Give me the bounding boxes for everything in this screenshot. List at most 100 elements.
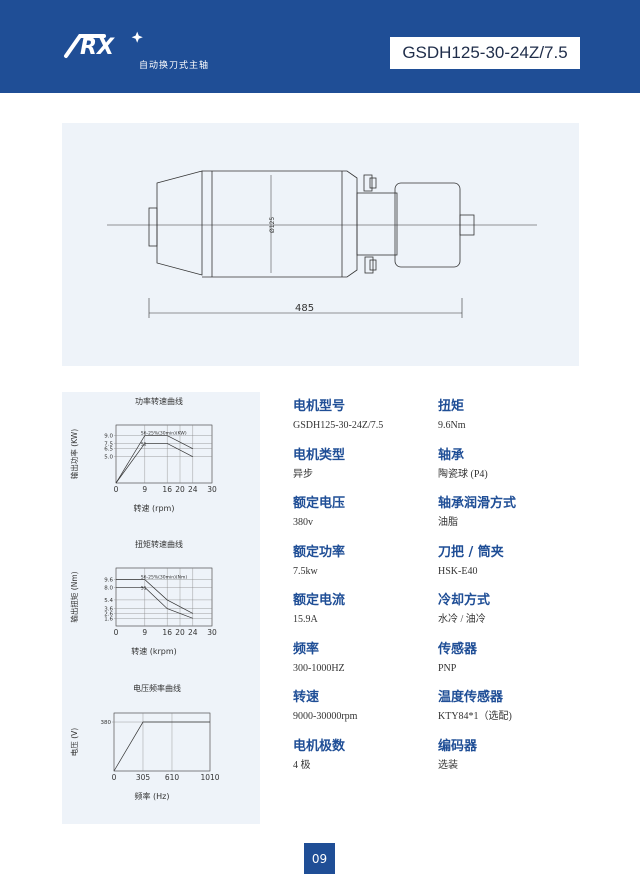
spec-label: 转速 (293, 690, 320, 705)
y-tick-label: 9.6 (104, 578, 113, 584)
y-tick-label: 9.0 (104, 434, 113, 440)
spec-value: 陶瓷球 (P4) (438, 468, 488, 480)
chart-title: 扭矩转速曲线 (135, 539, 183, 549)
spindle-drawing-svg: Ø125 485 (107, 170, 537, 318)
x-tick-label: 0 (114, 628, 119, 637)
spec-item: 转速 9000-30000rpm (293, 690, 357, 724)
y-tick-label: 5.0 (104, 455, 113, 461)
svg-text:RX: RX (80, 35, 115, 60)
y-tick-label: 1.6 (104, 616, 113, 622)
length-label: 485 (295, 303, 314, 314)
brand-logo: RX (64, 31, 143, 60)
spec-item: 电机类型异步 (293, 448, 345, 482)
x-axis-label: 频率 (Hz) (135, 791, 170, 801)
voltage-frequency-chart: 电压频率曲线 0 305 610 1010 380 频率 (Hz) 电压 (V) (62, 679, 260, 824)
x-axis-label: 转速 (rpm) (134, 503, 175, 513)
header-bar: RX 自动换刀式主轴 GSDH125-30-24Z/7.5 (0, 0, 640, 93)
spec-item: 冷却方式水冷 / 油冷 (438, 593, 490, 627)
series-line (115, 443, 193, 484)
spec-label: 冷却方式 (438, 593, 491, 608)
spec-label: 轴承 (438, 447, 465, 463)
spec-item: 电机极数 4 极 (293, 739, 345, 773)
x-tick-label: 16 (162, 628, 172, 637)
spec-label: 轴承润滑方式 (438, 496, 517, 511)
spec-item: 频率 300-1000HZ (293, 642, 345, 676)
y-tick-label: 3.6 (104, 607, 113, 613)
spec-value: 4 极 (293, 759, 311, 771)
x-tick-label: 0 (114, 485, 119, 494)
x-tick-label: 1010 (200, 773, 219, 782)
spec-item: 编码器选装 (438, 739, 477, 773)
page-number: 09 (304, 843, 335, 874)
spec-item: 电机型号 GSDH125-30-24Z/7.5 (293, 399, 383, 433)
x-tick-label: 20 (175, 485, 185, 494)
spec-value: PNP (438, 662, 457, 674)
series-annotation: S1 (141, 585, 147, 591)
spec-label: 温度传感器 (438, 690, 504, 705)
chart-title: 功率转速曲线 (135, 396, 183, 406)
y-tick-label: 380 (101, 720, 112, 726)
diameter-label: Ø125 (269, 217, 276, 233)
series-annotation: S6-25%(30min)(KW) (141, 431, 187, 437)
series-line (116, 579, 193, 614)
brand-subtitle: 自动换刀式主轴 (139, 61, 210, 71)
y-axis-label: 电压 (V) (69, 728, 79, 756)
spec-item: 轴承润滑方式油脂 (438, 496, 516, 530)
spec-value: 选装 (438, 759, 458, 771)
spec-value: 380v (293, 517, 313, 528)
y-tick-label: 5.4 (104, 598, 113, 604)
x-tick-label: 30 (207, 485, 217, 494)
spec-item: 刀把 / 筒夹 HSK-E40 (438, 545, 504, 579)
series-line (116, 586, 193, 619)
spec-item: 扭矩 9.6Nm (438, 399, 466, 433)
spec-item: 轴承陶瓷球 (P4) (438, 448, 488, 482)
spec-item: 额定功率 7.5kw (293, 545, 345, 579)
y-tick-label: 8.0 (104, 585, 113, 591)
x-axis-label: 转速 (krpm) (131, 646, 177, 656)
x-tick-label: 305 (136, 773, 151, 782)
spec-label: 电机类型 (293, 447, 346, 463)
spec-value: 异步 (293, 468, 313, 480)
spec-label: 传感器 (438, 641, 478, 657)
spec-value: 300-1000HZ (293, 662, 345, 674)
spec-label: 刀把 / 筒夹 (438, 544, 504, 560)
y-tick-label: 6.5 (104, 447, 113, 453)
spec-label: 电机型号 (293, 399, 346, 414)
spec-label: 编码器 (438, 738, 478, 754)
spec-label: 频率 (293, 641, 320, 657)
spec-label: 额定电流 (293, 593, 346, 608)
spec-item: 传感器 PNP (438, 642, 477, 676)
series-annotation: S6-25%(30min)(Nm) (141, 575, 188, 581)
voltage-frequency-chart-svg: 电压频率曲线 0 305 610 1010 380 频率 (Hz) 电压 (V) (69, 683, 220, 801)
spec-item: 额定电流 15.9A (293, 593, 345, 627)
spec-label: 额定功率 (293, 544, 346, 560)
spec-value: 9.6Nm (438, 420, 466, 431)
spec-label: 电机极数 (293, 738, 346, 754)
spec-value: HSK-E40 (438, 565, 478, 577)
spec-value: 9000-30000rpm (293, 711, 358, 722)
x-tick-label: 9 (142, 485, 147, 494)
x-tick-label: 16 (162, 485, 172, 494)
spec-value: GSDH125-30-24Z/7.5 (293, 420, 384, 431)
x-tick-label: 20 (175, 628, 185, 637)
series-line (113, 721, 210, 772)
series-line (115, 435, 193, 484)
model-code-title: GSDH125-30-24Z/7.5 (390, 37, 580, 69)
spindle-drawing: Ø125 485 (62, 123, 579, 366)
x-tick-label: 0 (112, 773, 117, 782)
chart-title: 电压频率曲线 (133, 683, 181, 693)
spec-label: 扭矩 (438, 399, 465, 414)
spec-value: 15.9A (293, 614, 318, 625)
spec-value: 7.5kw (293, 565, 318, 577)
y-tick-label: 2.6 (104, 611, 113, 617)
spec-value: 水冷 / 油冷 (438, 614, 486, 625)
y-tick-label: 7.5 (104, 441, 113, 447)
x-tick-label: 610 (165, 773, 180, 782)
spec-value: 油脂 (438, 517, 458, 528)
